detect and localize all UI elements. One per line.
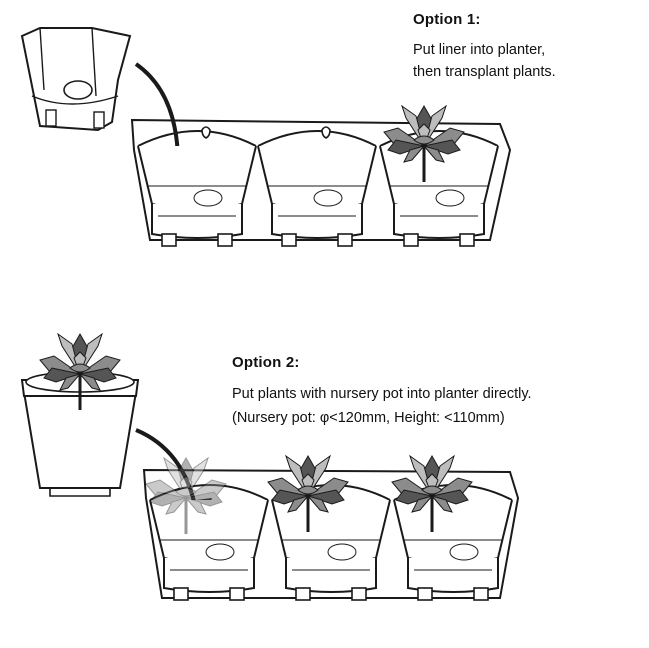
option1-title: Option 1: bbox=[413, 11, 481, 28]
option1-instruction-line2: then transplant plants. bbox=[413, 64, 556, 80]
option2-title: Option 2: bbox=[232, 354, 300, 371]
option2-instruction-line1: Put plants with nursery pot into planter… bbox=[232, 386, 532, 402]
option2-instruction-line2: (Nursery pot: φ<120mm, Height: <110mm) bbox=[232, 410, 505, 426]
nursery-pot bbox=[20, 332, 140, 497]
planter-option2 bbox=[142, 454, 520, 601]
option1-instruction-line1: Put liner into planter, bbox=[413, 42, 546, 58]
liner-insert bbox=[20, 27, 132, 132]
planter-option1 bbox=[130, 104, 512, 247]
